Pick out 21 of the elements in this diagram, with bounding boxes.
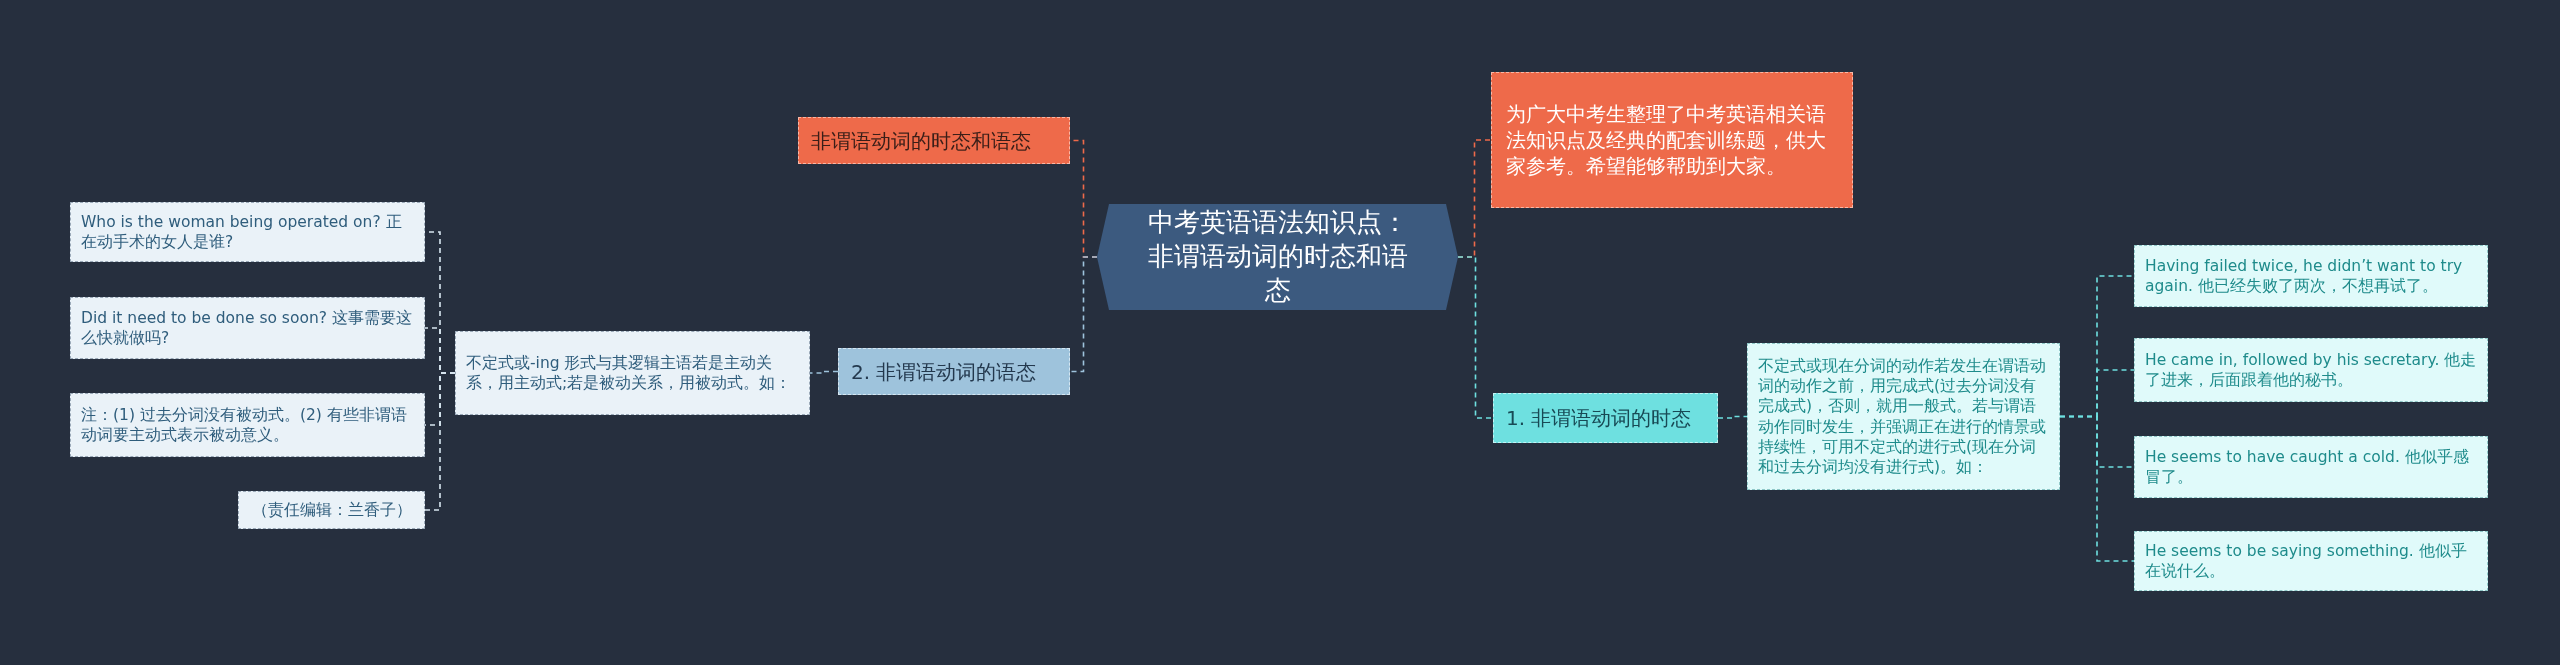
- note-box: 不定式或-ing 形式与其逻辑主语若是主动关系，用主动式;若是被动关系，用被动式。如：: [455, 331, 810, 415]
- note-box: Who is the woman being operated on? 正在动手术的女人是谁?: [70, 202, 425, 262]
- note-box: He seems to be saying something. 他似乎在说什么。: [2134, 531, 2488, 591]
- note-box: He came in, followed by his secretary. 他走了进来，后面跟着他的秘书。: [2134, 338, 2488, 402]
- branch-box: 非谓语动词的时态和语态: [798, 117, 1070, 164]
- note-box: （责任编辑：兰香子）: [238, 491, 425, 529]
- note-box: Having failed twice, he didn’t want to try again. 他已经失败了两次，不想再试了。: [2134, 245, 2488, 307]
- topic-hexagon: 中考英语语法知识点：非谓语动词的时态和语态: [1097, 204, 1458, 310]
- connector-line: [2059, 415, 2135, 562]
- connector-line: [1457, 256, 1494, 419]
- connector-line: [1069, 256, 1098, 373]
- connector-line: [809, 370, 839, 374]
- connector-line: [424, 372, 456, 511]
- note-box: He seems to have caught a cold. 他似乎感冒了。: [2134, 436, 2488, 498]
- branch-box: 2. 非谓语动词的语态: [838, 348, 1070, 395]
- note-box: 注：(1) 过去分词没有被动式。(2) 有些非谓语动词要主动式表示被动意义。: [70, 393, 425, 457]
- summary-box: 为广大中考生整理了中考英语相关语法知识点及经典的配套训练题，供大家参考。希望能够帮助到大家。: [1491, 72, 1853, 208]
- branch-box: 1. 非谓语动词的时态: [1493, 393, 1718, 443]
- connector-line: [1717, 415, 1748, 419]
- note-box: 不定式或现在分词的动作若发生在谓语动词的动作之前，用完成式(过去分词没有完成式)，否则，就用一般式。若与谓语动作同时发生，并强调正在进行的情景或持续性，可用不定式的进行式(现在分词和过去分词均没有进行式)。如：: [1747, 343, 2060, 490]
- note-box: Did it need to be done so soon? 这事需要这么快就做吗?: [70, 297, 425, 359]
